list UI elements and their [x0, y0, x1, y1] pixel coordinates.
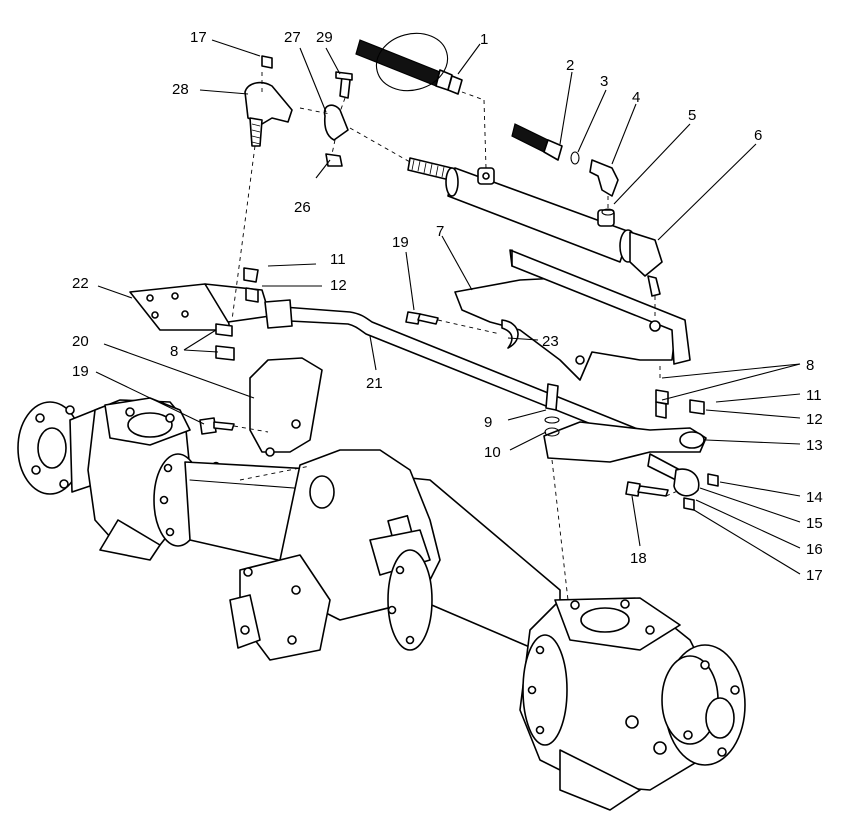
callout-1: 1 [480, 31, 488, 48]
callout-14: 14 [806, 489, 823, 506]
callout-13: 13 [806, 437, 823, 454]
pivot-plate-22 [129, 267, 271, 361]
steering-arm-13 [543, 383, 707, 463]
clamp-27 [323, 71, 353, 167]
callout-11-right: 11 [806, 387, 822, 404]
callout-26: 26 [294, 199, 311, 216]
callout-17-top: 17 [190, 29, 207, 46]
callout-11-left: 11 [330, 251, 346, 268]
callout-8-left: 8 [170, 343, 178, 360]
callout-28: 28 [172, 81, 189, 98]
callout-19-upper: 19 [392, 234, 409, 251]
callout-12-left: 12 [330, 277, 347, 294]
callout-21: 21 [366, 375, 383, 392]
callout-8-right: 8 [806, 357, 814, 374]
callout-22: 22 [72, 275, 89, 292]
right-gear-housing [519, 597, 721, 811]
steering-cylinder [407, 157, 663, 297]
bracket-7 [454, 249, 691, 381]
callout-2: 2 [566, 57, 574, 74]
callout-15: 15 [806, 515, 823, 532]
tie-rod-end-28 [244, 55, 293, 147]
differential-housing [229, 449, 441, 661]
callout-20: 20 [72, 333, 89, 350]
callout-19-lower: 19 [72, 363, 89, 380]
tie-rod-end-15 [625, 453, 719, 511]
callout-4: 4 [632, 89, 640, 106]
leader-lines [95, 39, 801, 575]
callout-27: 27 [284, 29, 301, 46]
callout-29: 29 [316, 29, 333, 46]
callout-6: 6 [754, 127, 762, 144]
callout-16: 16 [806, 541, 823, 558]
hydraulic-hose-2 [511, 123, 619, 216]
callout-labels: 1 2 3 4 5 6 7 8 8 9 10 11 11 12 12 13 14… [72, 29, 823, 584]
callout-18: 18 [630, 550, 647, 567]
hydraulic-hose-1 [355, 32, 463, 95]
support-plate-20 [199, 357, 323, 457]
callout-5: 5 [688, 107, 696, 124]
callout-10: 10 [484, 444, 501, 461]
assembly-lines [231, 72, 681, 601]
callout-9: 9 [484, 414, 492, 431]
rear-axle-assembly [17, 397, 746, 811]
callout-23: 23 [542, 333, 559, 350]
right-hub-flange [661, 644, 746, 766]
callout-3: 3 [600, 73, 608, 90]
bolt-19-upper [405, 311, 439, 325]
callout-17-bottom: 17 [806, 567, 823, 584]
callout-12-right: 12 [806, 411, 823, 428]
callout-7: 7 [436, 223, 444, 240]
